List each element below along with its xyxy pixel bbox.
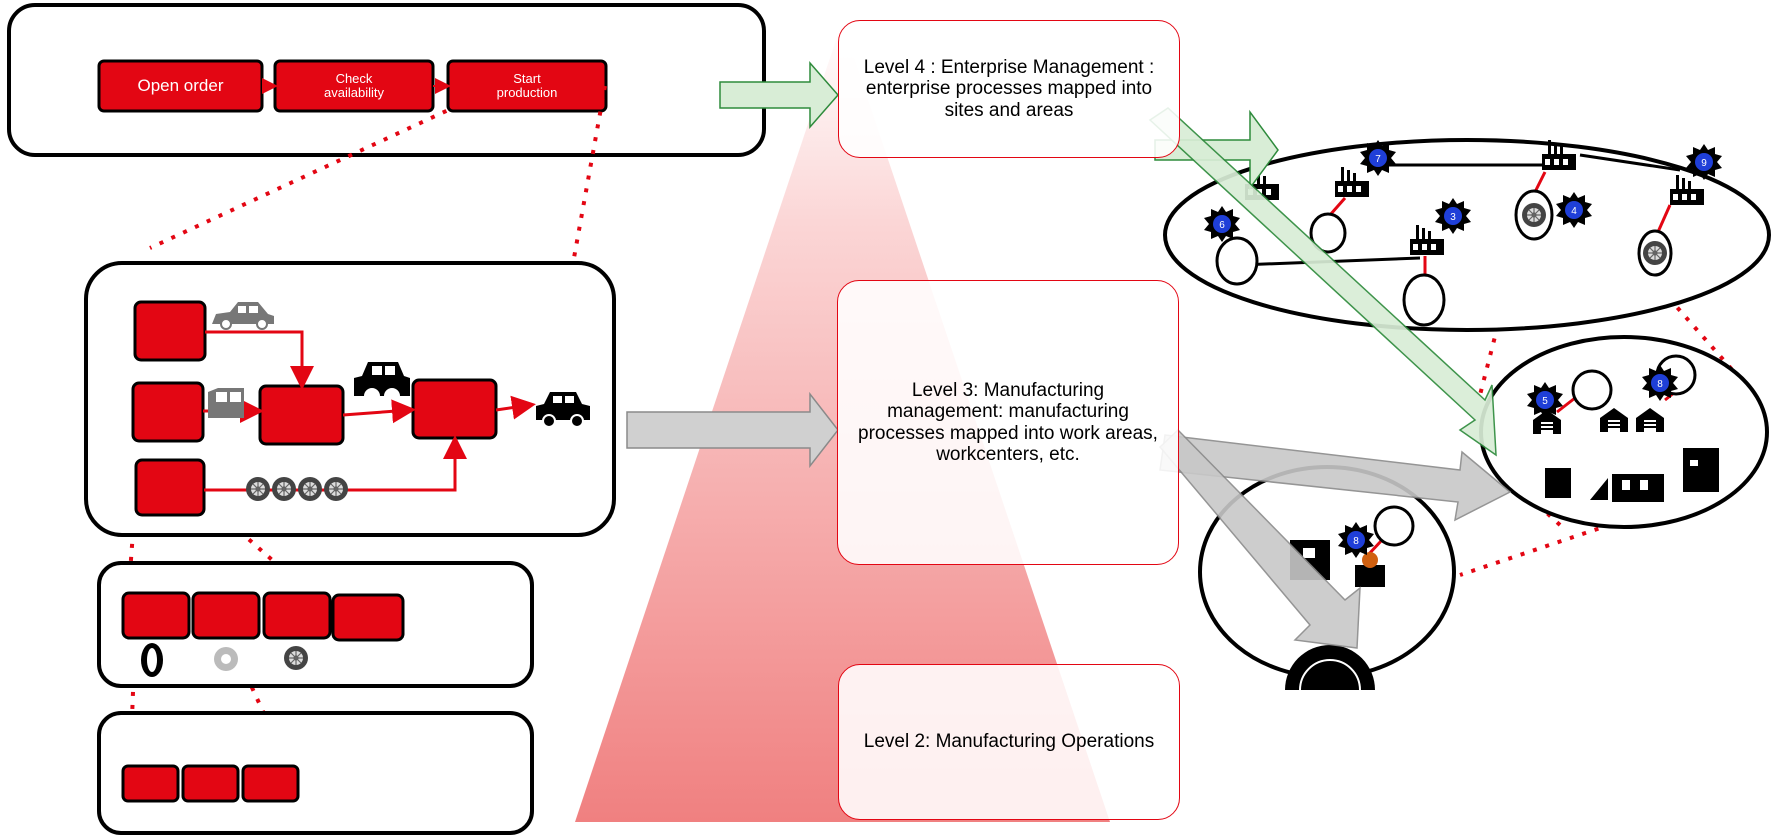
car-body-icon: [212, 302, 274, 330]
workcenter-badge: 8: [1338, 522, 1374, 558]
wheel-icon: [214, 647, 238, 671]
operation: [241, 764, 300, 803]
operation: [181, 764, 240, 803]
workcenters-arrow: [1158, 428, 1361, 649]
assembly-step: [411, 378, 498, 440]
car-body-icon: [1215, 236, 1259, 286]
assembly-step: [133, 300, 207, 362]
level4-arrow: [719, 61, 839, 129]
site-badge: 9: [1686, 144, 1722, 180]
area-badge: 5: [1527, 382, 1563, 418]
start-production-label: Start production: [496, 70, 558, 100]
wheel-icon: [283, 645, 309, 671]
svg-text:8: 8: [1353, 536, 1359, 547]
svg-text:3: 3: [1450, 212, 1456, 223]
area-badges: 5 8: [1527, 365, 1678, 418]
car-icon: [536, 392, 590, 428]
svg-text:4: 4: [1571, 206, 1577, 217]
site-badge: 6: [1204, 206, 1240, 242]
car-body-icon: [1309, 212, 1347, 254]
worksteps: [121, 591, 405, 642]
level-4-box: Level 4 : Enterprise Management : enterp…: [838, 20, 1180, 158]
open-order-label: Open order: [137, 75, 224, 95]
warehouse-icon: [1545, 448, 1719, 502]
level-3-box: Level 3: Manufacturing management: manuf…: [837, 280, 1179, 565]
workstep: [262, 591, 332, 640]
assembly-step: [131, 381, 205, 443]
area-badge: 8: [1642, 365, 1678, 401]
areas-arrow-green: [1148, 107, 1497, 457]
site-badge: 3: [1435, 198, 1471, 234]
workstep: [191, 591, 261, 640]
site-badge: 7: [1360, 140, 1396, 176]
assembly-step: [134, 458, 206, 517]
workcenter-icons: [1285, 540, 1385, 691]
operations: [121, 764, 300, 803]
sites-ellipse: [1163, 138, 1771, 332]
check-availability-label: Check availability: [324, 70, 384, 100]
svg-text:6: 6: [1219, 220, 1225, 231]
sites-arrow: [1154, 109, 1279, 191]
workstep: [121, 591, 191, 640]
tire-icon: [141, 643, 163, 677]
workcenter-badges: 8: [1338, 522, 1374, 558]
operation-frame: [97, 711, 534, 835]
operation: [121, 764, 180, 803]
car-door-icon: [1402, 273, 1446, 327]
svg-text:9: 9: [1701, 158, 1707, 169]
car-door-icon: [208, 388, 244, 418]
workstep: [331, 593, 405, 642]
car-body-icon: [354, 362, 410, 396]
svg-text:7: 7: [1375, 154, 1381, 165]
svg-text:8: 8: [1657, 379, 1663, 390]
svg-text:5: 5: [1542, 396, 1548, 407]
level-2-box: Level 2: Manufacturing Operations: [838, 664, 1180, 820]
site-badges: 7 9 3 4 6: [1204, 140, 1722, 242]
site-badge: 4: [1556, 192, 1592, 228]
assembly-step: [258, 384, 345, 446]
level3-arrow: [626, 391, 839, 469]
